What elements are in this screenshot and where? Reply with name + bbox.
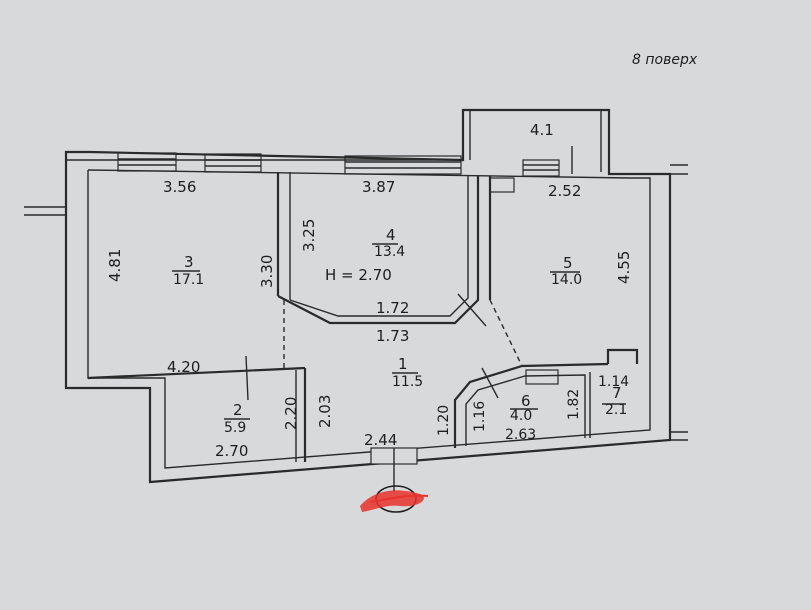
dim-room2-right: 2.20 [282,397,300,430]
dim-room3-left: 4.81 [106,249,124,282]
dim-room4-left: 3.25 [300,219,318,252]
red-pen-mark [360,485,429,513]
room-6-number: 6 [521,392,531,410]
dim-room6-bottom: 2.63 [505,427,536,443]
room-1-area: 11.5 [392,374,423,390]
outer-walls [24,108,688,484]
room-6-area: 4.0 [510,408,532,424]
balcony-area: 4.1 [530,121,554,139]
room-7-number: 7 [612,384,622,402]
room-5-number: 5 [563,254,573,272]
door-marks [245,146,626,405]
room-3-number: 3 [184,253,194,271]
dim-room5-top: 2.52 [548,182,581,200]
room-4-number: 4 [386,226,396,244]
interior-walls [87,172,639,462]
entrance-door [370,447,418,492]
balcony: 4.1 [469,110,602,172]
room-1-number: 1 [398,355,408,373]
dim-room6-right: 1.82 [566,389,582,420]
dim-room2-bottom: 2.70 [215,442,248,460]
dim-room6-left: 1.16 [472,401,488,432]
windows [117,152,560,177]
dim-room4-bottom-inner: 1.72 [376,299,409,317]
room-7-area: 2.1 [605,402,627,418]
dim-corridor-top: 1.73 [376,327,409,345]
room-4-area: 13.4 [374,244,405,260]
dim-corridor-left: 2.03 [316,395,334,428]
dim-corridor-right: 1.20 [436,405,452,436]
room-2-area: 5.9 [224,420,246,436]
dim-entrance: 2.44 [364,431,397,449]
ceiling-height: H = 2.70 [325,266,392,284]
room-labels: 3 17.1 4 13.4 H = 2.70 5 14.0 1 11.5 2 5… [172,226,627,436]
room-2-number: 2 [233,401,243,419]
room-5-area: 14.0 [551,272,582,288]
room-3-area: 17.1 [173,272,204,288]
dim-room3-right: 3.30 [258,255,276,288]
dim-room3-bottom: 4.20 [167,358,200,376]
dim-room5-right: 4.55 [615,251,633,284]
dim-room7-top: 1.14 [598,374,629,390]
floor-label: 8 поверх [632,52,698,68]
dimension-labels: 3.56 3.87 2.52 4.81 3.30 3.25 4.55 1.72 … [106,178,633,460]
dim-room3-top: 3.56 [163,178,196,196]
dim-room4-top: 3.87 [362,178,395,196]
